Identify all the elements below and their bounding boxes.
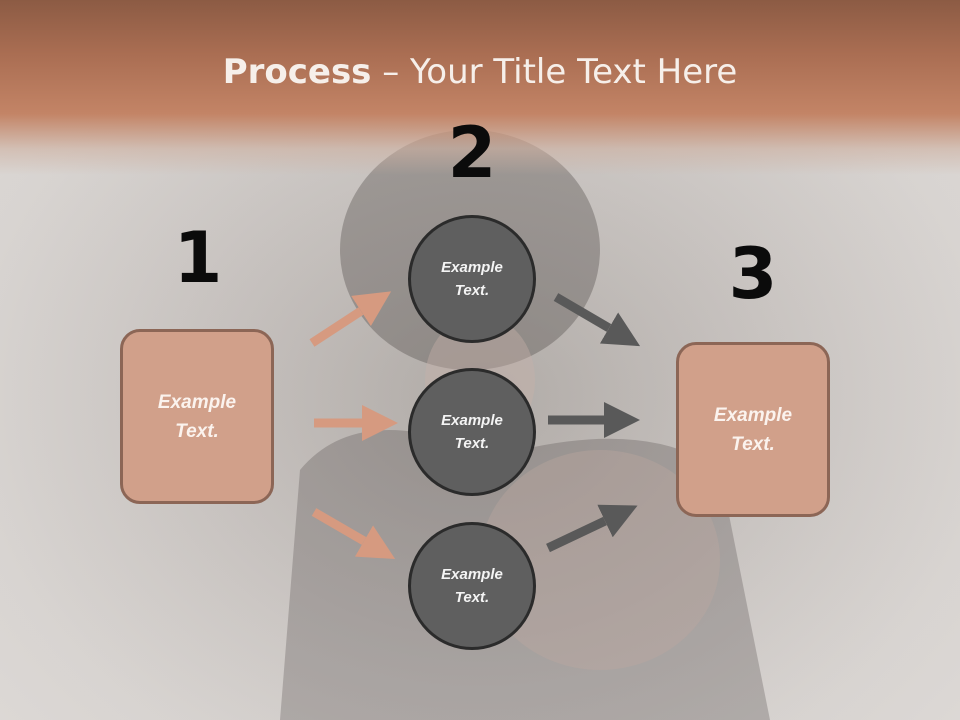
arrow-bottom-to-3 [546,504,638,553]
step-3-number: 3 [728,233,778,315]
step-2-circle-top: Example Text. [408,215,536,343]
circle-top-label: Example Text. [441,259,503,299]
circle-middle-label: Example Text. [441,412,503,452]
step-2-circle-middle: Example Text. [408,368,536,496]
arrow-top-to-3 [553,293,641,347]
step-1-box: Example Text. [120,329,274,504]
step-3-box: Example Text. [676,342,830,517]
slide-title: Process – Your Title Text Here [0,52,960,92]
circle-bottom-label: Example Text. [441,566,503,606]
title-bold: Process [222,52,372,92]
step-2-circle-bottom: Example Text. [408,522,536,650]
title-rest: – Your Title Text Here [371,52,738,92]
arrow-1-to-top [309,291,392,347]
step-1-number: 1 [173,217,223,299]
step-3-label: Example Text. [713,404,793,455]
arrow-1-to-bottom [311,508,396,560]
step-2-number: 2 [447,112,497,194]
header-band [0,0,960,175]
step-1-label: Example Text. [157,391,237,442]
